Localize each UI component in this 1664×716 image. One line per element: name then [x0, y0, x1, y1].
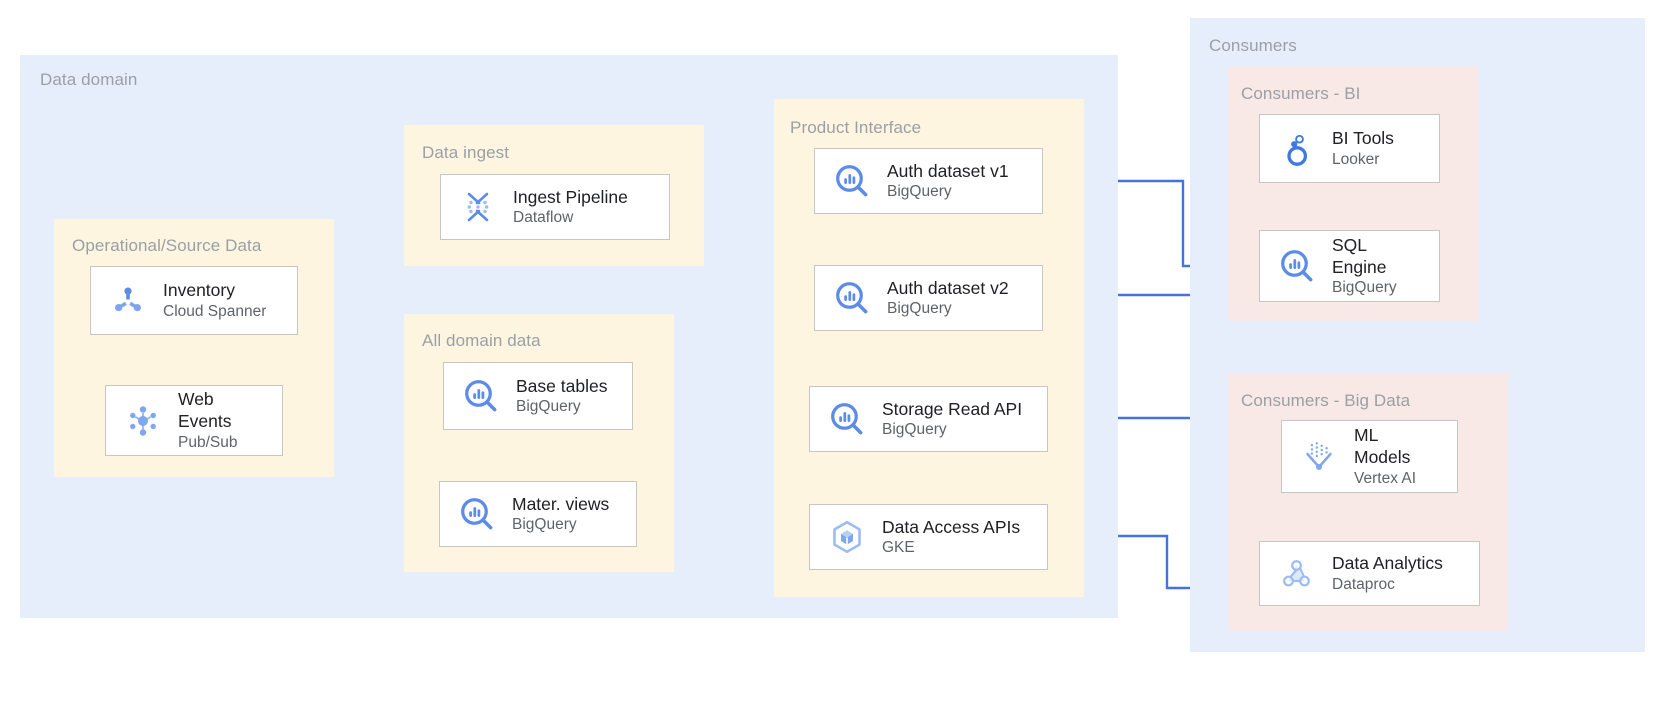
node-auth-dataset-v1-subtitle: BigQuery [887, 183, 952, 201]
node-auth-dataset-v2-title: Auth dataset v2 [887, 277, 1009, 298]
node-storage-read-api-subtitle: BigQuery [882, 421, 947, 439]
group-data-domain-label: Data domain [40, 70, 138, 89]
node-bi-tools-title: BI Tools [1332, 128, 1394, 149]
looker-icon [1274, 126, 1320, 172]
node-ingest-pipeline[interactable]: Ingest Pipeline Dataflow [440, 174, 670, 240]
node-web-events[interactable]: Web Events Pub/Sub [105, 385, 283, 456]
node-ingest-pipeline-title: Ingest Pipeline [513, 186, 628, 207]
node-inventory-subtitle: Cloud Spanner [163, 302, 267, 320]
node-ingest-pipeline-subtitle: Dataflow [513, 209, 574, 227]
node-bi-tools-subtitle: Looker [1332, 150, 1380, 168]
node-web-events-subtitle: Pub/Sub [178, 433, 238, 451]
node-mater-views-text: Mater. views BigQuery [512, 494, 609, 535]
node-auth-dataset-v1-title: Auth dataset v1 [887, 160, 1009, 181]
node-ingest-pipeline-text: Ingest Pipeline Dataflow [513, 187, 628, 228]
node-sql-engine-title: SQL Engine [1332, 234, 1387, 277]
node-mater-views-subtitle: BigQuery [512, 516, 577, 534]
node-inventory-text: Inventory Cloud Spanner [163, 280, 266, 321]
node-data-access-apis-text: Data Access APIs GKE [882, 517, 1020, 558]
cloud-spanner-icon [105, 278, 151, 324]
node-mater-views[interactable]: Mater. views BigQuery [439, 481, 637, 547]
node-sql-engine-subtitle: BigQuery [1332, 279, 1397, 297]
node-data-access-apis-title: Data Access APIs [882, 516, 1021, 537]
node-base-tables-title: Base tables [516, 375, 608, 396]
node-data-analytics-subtitle: Dataproc [1332, 575, 1395, 593]
node-storage-read-api[interactable]: Storage Read API BigQuery [809, 386, 1048, 452]
node-ml-models-text: ML Models Vertex AI [1354, 425, 1416, 487]
group-data-ingest-label: Data ingest [422, 143, 510, 162]
node-base-tables-subtitle: BigQuery [516, 398, 581, 416]
node-inventory[interactable]: Inventory Cloud Spanner [90, 266, 298, 335]
node-ml-models-subtitle: Vertex AI [1354, 469, 1417, 487]
node-web-events-text: Web Events Pub/Sub [178, 389, 237, 451]
node-auth-dataset-v2-text: Auth dataset v2 BigQuery [887, 278, 1009, 319]
dataproc-icon [1274, 551, 1320, 597]
node-sql-engine-text: SQL Engine BigQuery [1332, 235, 1397, 297]
bigquery-icon [454, 491, 500, 537]
node-data-analytics-text: Data Analytics Dataproc [1332, 553, 1443, 594]
node-data-access-apis-subtitle: GKE [882, 539, 915, 557]
node-data-analytics-title: Data Analytics [1332, 553, 1443, 574]
group-product-interface-label: Product Interface [790, 118, 922, 137]
node-auth-dataset-v1-text: Auth dataset v1 BigQuery [887, 161, 1009, 202]
node-data-access-apis[interactable]: Data Access APIs GKE [809, 504, 1048, 570]
node-mater-views-title: Mater. views [512, 493, 610, 514]
node-ml-models[interactable]: ML Models Vertex AI [1281, 420, 1458, 493]
node-inventory-title: Inventory [163, 280, 235, 301]
node-sql-engine[interactable]: SQL Engine BigQuery [1259, 230, 1440, 302]
node-auth-dataset-v2-subtitle: BigQuery [887, 300, 952, 318]
node-storage-read-api-title: Storage Read API [882, 398, 1023, 419]
node-auth-dataset-v2[interactable]: Auth dataset v2 BigQuery [814, 265, 1043, 331]
node-auth-dataset-v1[interactable]: Auth dataset v1 BigQuery [814, 148, 1043, 214]
bigquery-icon [824, 396, 870, 442]
bigquery-icon [1274, 243, 1320, 289]
group-consumers-big-data-label: Consumers - Big Data [1241, 391, 1411, 410]
vertex-ai-icon [1296, 434, 1342, 480]
pubsub-icon [120, 398, 166, 444]
node-bi-tools-text: BI Tools Looker [1332, 128, 1394, 169]
group-operational-source-data-label: Operational/Source Data [72, 236, 262, 255]
node-storage-read-api-text: Storage Read API BigQuery [882, 399, 1022, 440]
dataflow-icon [455, 184, 501, 230]
group-consumers-label: Consumers [1209, 36, 1297, 55]
group-all-domain-data-label: All domain data [422, 331, 541, 350]
node-ml-models-title: ML Models [1354, 425, 1411, 468]
bigquery-icon [829, 275, 875, 321]
gke-icon [824, 514, 870, 560]
bigquery-icon [458, 373, 504, 419]
node-base-tables-text: Base tables BigQuery [516, 376, 607, 417]
group-consumers-bi-label: Consumers - BI [1241, 84, 1361, 103]
node-bi-tools[interactable]: BI Tools Looker [1259, 114, 1440, 183]
node-web-events-title: Web Events [178, 389, 232, 432]
bigquery-icon [829, 158, 875, 204]
node-data-analytics[interactable]: Data Analytics Dataproc [1259, 541, 1480, 606]
node-base-tables[interactable]: Base tables BigQuery [443, 362, 633, 430]
